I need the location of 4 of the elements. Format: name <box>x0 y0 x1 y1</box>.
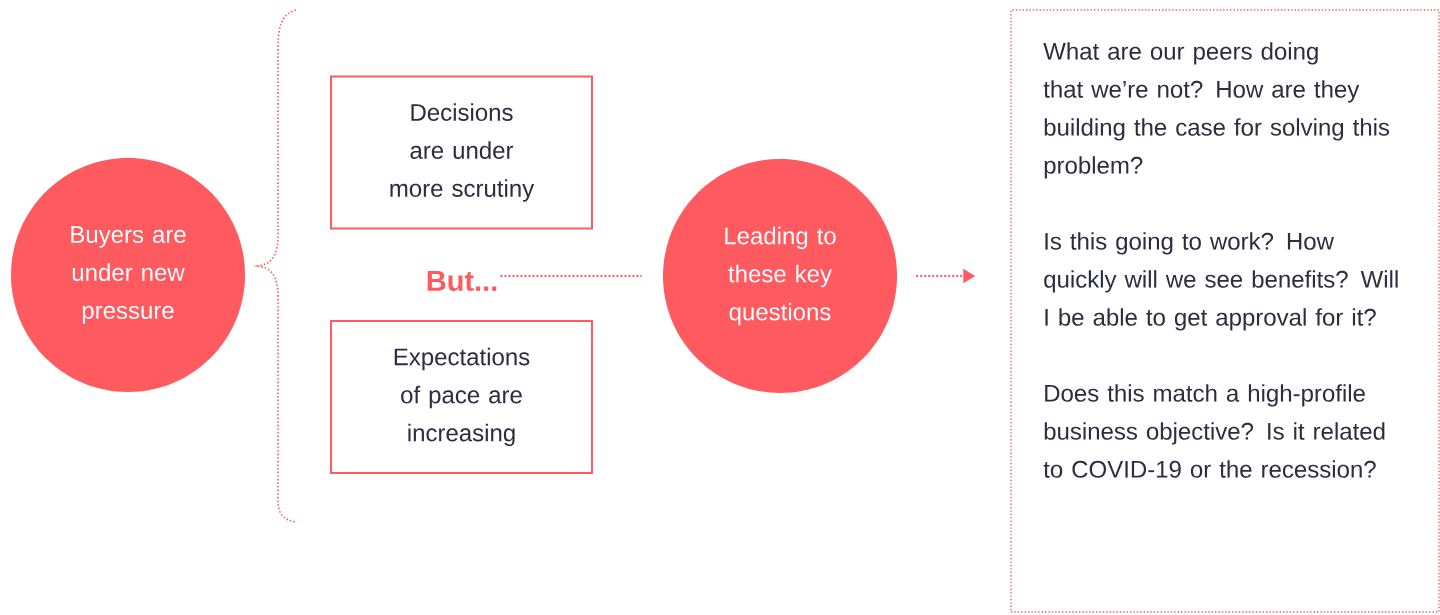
statement-box: Decisions are under more scrutiny <box>330 75 593 230</box>
questions-box: What are our peers doing that we’re not? How are they building the case for solving this problem? Is this going to work? How quickly will we see benefits? Will I be able to get approval for it? Does this match a high-profile business objective? Is it related to COVID-19 or the recession? <box>1010 9 1440 613</box>
emphasis-text: But... <box>427 270 497 292</box>
statement-box: Expectations of pace are increasing <box>330 320 593 474</box>
